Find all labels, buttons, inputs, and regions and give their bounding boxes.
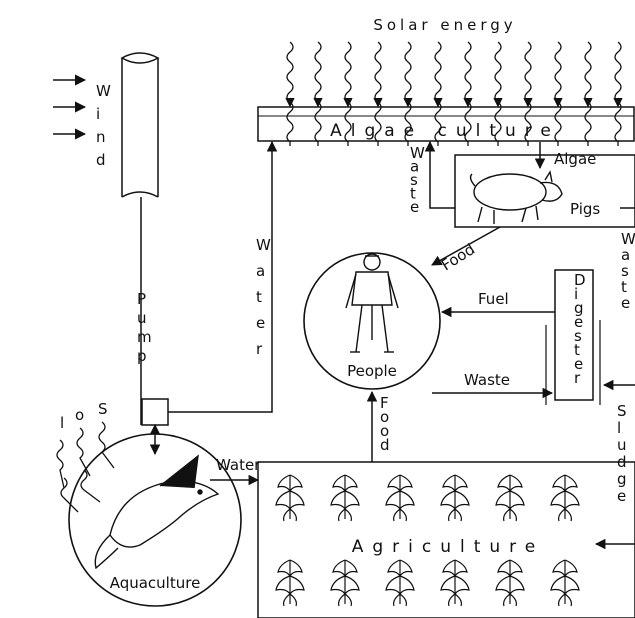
wind-arrows bbox=[53, 80, 85, 134]
aquaculture-label: Aquaculture bbox=[110, 574, 201, 592]
crop-icon bbox=[441, 560, 469, 606]
sol-label: Sol bbox=[60, 400, 108, 432]
pigs-label: Pigs bbox=[570, 200, 600, 218]
wind-tower bbox=[122, 53, 158, 425]
pig-icon bbox=[471, 172, 562, 224]
sun-ray bbox=[315, 42, 321, 146]
algae-flow-label: Algae bbox=[554, 150, 596, 168]
sol-rays bbox=[57, 422, 114, 512]
algae-culture-label: Algae culture bbox=[330, 121, 560, 141]
crop-icon bbox=[386, 560, 414, 606]
crop-icon bbox=[386, 475, 414, 521]
sun-ray bbox=[287, 42, 293, 146]
pump-box bbox=[142, 399, 168, 425]
sun-ray bbox=[615, 42, 621, 146]
agriculture-label: Agriculture bbox=[352, 537, 545, 557]
crop-icon bbox=[276, 475, 304, 521]
waste-people-label: Waste bbox=[464, 371, 510, 389]
food-pigs-label: Food bbox=[438, 240, 478, 274]
crop-icon bbox=[551, 560, 579, 606]
sun-ray bbox=[585, 42, 591, 146]
fish-icon bbox=[95, 456, 218, 568]
crop-icon bbox=[276, 560, 304, 606]
water-aqua-label: Water bbox=[216, 456, 261, 474]
crop-icon bbox=[496, 560, 524, 606]
crop-icon bbox=[441, 475, 469, 521]
person-icon bbox=[346, 254, 398, 352]
crop-icon bbox=[551, 475, 579, 521]
crop-icon bbox=[331, 560, 359, 606]
pigs-waste-to-algae-line bbox=[430, 142, 455, 208]
solar-energy-title: Solar energy bbox=[373, 16, 516, 34]
crop-icon bbox=[496, 475, 524, 521]
fuel-label: Fuel bbox=[478, 290, 509, 308]
people-label: People bbox=[347, 362, 397, 380]
crop-icon bbox=[331, 475, 359, 521]
pigs-box bbox=[455, 155, 635, 227]
